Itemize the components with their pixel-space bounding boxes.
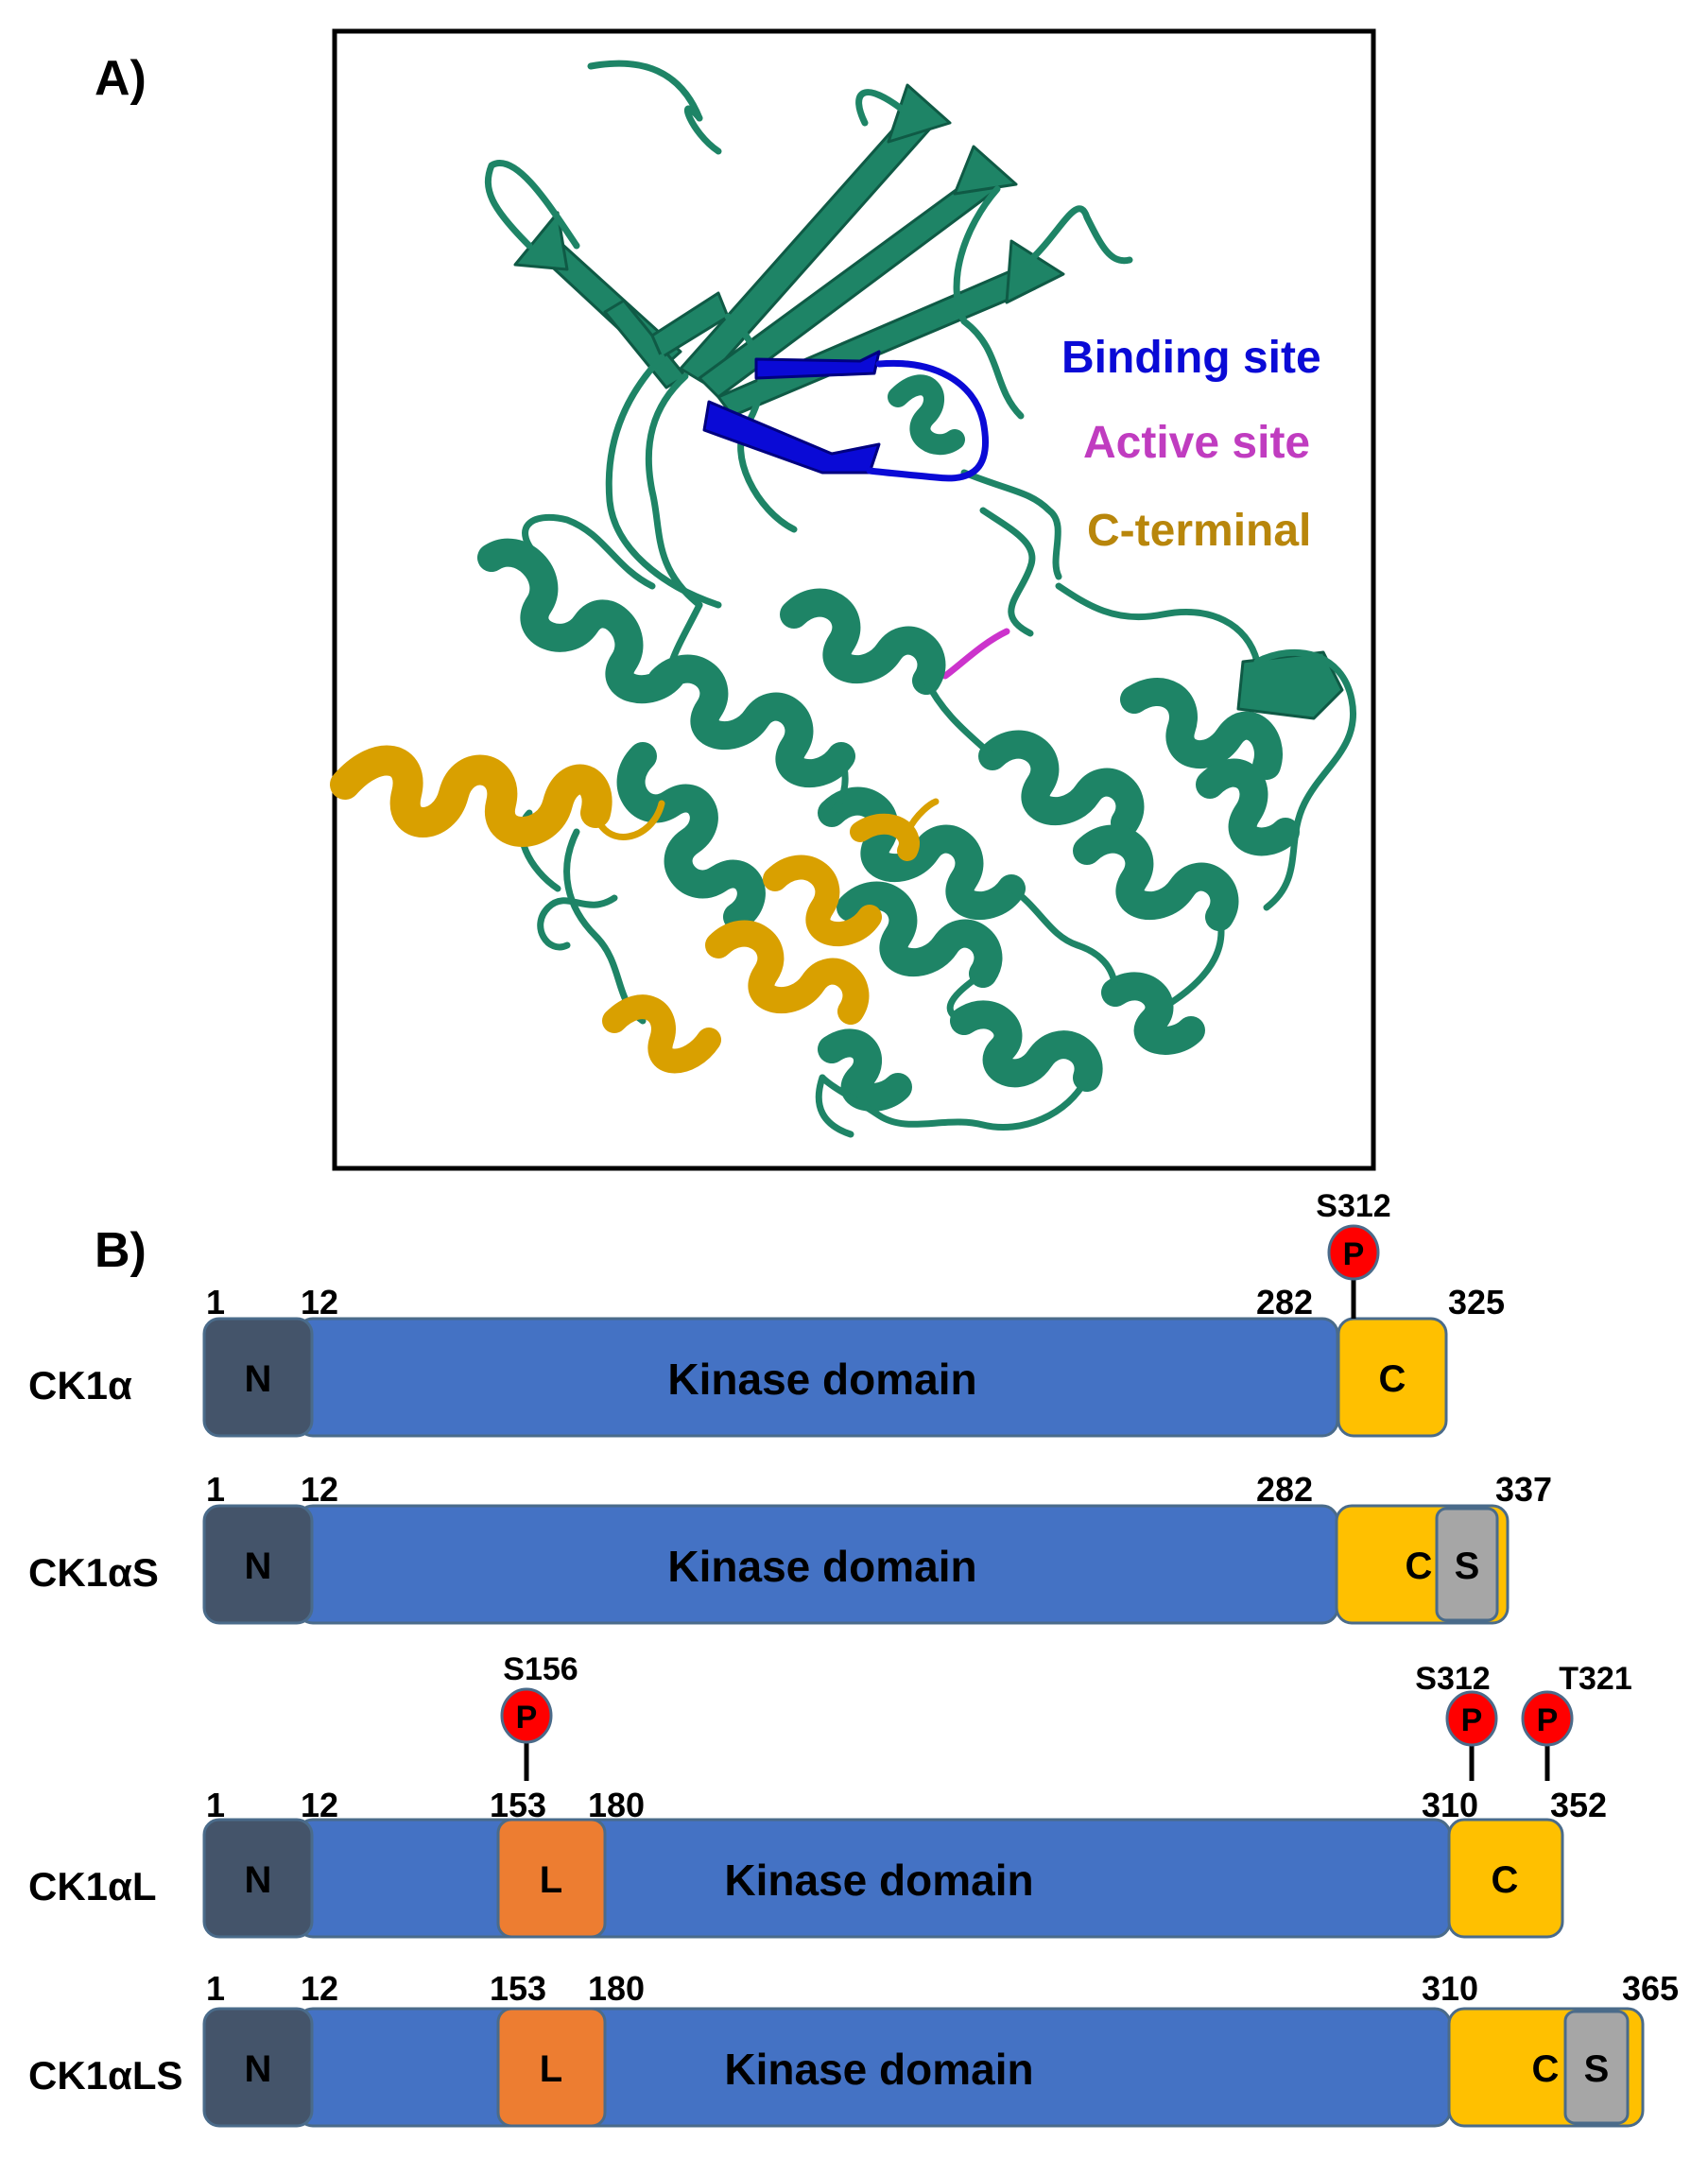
- c-label: C: [1379, 1358, 1406, 1400]
- s-insert-domain: [1435, 1507, 1499, 1622]
- phospho-marker: [500, 1687, 553, 1744]
- l-insert-domain: [496, 1818, 607, 1939]
- isoform-name: CK1αLS: [28, 2053, 183, 2098]
- phospho-site-label: T321: [1559, 1661, 1632, 1697]
- n-label: N: [245, 1859, 272, 1901]
- position-label: 1: [206, 1786, 225, 1824]
- phospho-site-label: S312: [1415, 1661, 1490, 1697]
- c-terminal-domain: [1447, 1818, 1564, 1939]
- kinase-label: Kinase domain: [667, 1542, 976, 1591]
- c-lobe-loops: [518, 601, 1356, 1138]
- phospho-p-label: P: [1461, 1702, 1483, 1738]
- panel-b-label: B): [95, 1223, 147, 1278]
- c-terminal: [330, 745, 940, 1074]
- phospho-p-label: P: [1537, 1702, 1559, 1738]
- position-label: 1: [206, 1470, 225, 1509]
- c-label: C: [1492, 1859, 1519, 1901]
- phospho-marker: [1327, 1224, 1380, 1281]
- l-label: L: [540, 1859, 562, 1901]
- phospho-p-label: P: [1343, 1236, 1365, 1272]
- position-label: 325: [1448, 1283, 1505, 1321]
- position-label: 12: [301, 1786, 338, 1824]
- n-terminal-domain: [202, 1818, 314, 1939]
- legend-active-site: Active site: [1083, 418, 1310, 468]
- panel-a-label: A): [95, 51, 147, 106]
- isoform-ck1al: CK1αL N L Kinase domain C 1 12 153 180 3…: [28, 1651, 1632, 1939]
- n-terminal-domain: [202, 1504, 314, 1625]
- position-label: 180: [588, 1786, 645, 1824]
- phospho-site-label: S156: [503, 1651, 578, 1687]
- n-terminal-domain: [202, 1317, 314, 1438]
- binding-site: [702, 350, 990, 482]
- isoform-name: CK1αL: [28, 1864, 157, 1908]
- active-site: [941, 628, 1010, 680]
- s-insert-domain: [1563, 2010, 1630, 2125]
- protein-structure: [330, 60, 1356, 1138]
- isoform-name: CK1α: [28, 1363, 132, 1407]
- kinase-label: Kinase domain: [724, 2045, 1033, 2094]
- position-label: 12: [301, 1969, 338, 2008]
- position-label: 180: [588, 1969, 645, 2008]
- position-label: 1: [206, 1969, 225, 2008]
- n-lobe-helix: [888, 374, 965, 456]
- c-label: C: [1532, 2048, 1560, 2090]
- n-label: N: [245, 1358, 272, 1400]
- position-label: 310: [1422, 1786, 1478, 1824]
- l-label: L: [540, 2048, 562, 2090]
- kinase-label: Kinase domain: [724, 1856, 1033, 1905]
- isoform-name: CK1αS: [28, 1550, 159, 1595]
- position-label: 282: [1256, 1470, 1313, 1509]
- legend-binding-site: Binding site: [1061, 333, 1321, 383]
- position-label: 12: [301, 1283, 338, 1321]
- hinge-loops: [522, 507, 1261, 665]
- position-label: 310: [1422, 1969, 1478, 2008]
- n-label: N: [245, 2048, 272, 2090]
- position-label: 1: [206, 1283, 225, 1321]
- position-label: 153: [490, 1786, 546, 1824]
- position-label: 12: [301, 1470, 338, 1509]
- c-terminal-domain: [1337, 1317, 1448, 1438]
- phospho-marker: [1521, 1690, 1574, 1747]
- phospho-p-label: P: [516, 1700, 538, 1736]
- isoform-ck1als: CK1αLS N L Kinase domain C S 1 12 153 18…: [28, 1969, 1679, 2128]
- n-terminal-domain: [202, 2007, 314, 2128]
- position-label: 352: [1550, 1786, 1607, 1824]
- n-label: N: [245, 1546, 272, 1587]
- phospho-marker: [1445, 1690, 1498, 1747]
- isoform-ck1as: CK1αS N Kinase domain C S 1 12 282 337: [28, 1470, 1552, 1625]
- l-insert-domain: [496, 2007, 607, 2128]
- position-label: 282: [1256, 1283, 1313, 1321]
- position-label: 337: [1495, 1470, 1552, 1509]
- kinase-label: Kinase domain: [667, 1355, 976, 1404]
- s-label: S: [1584, 2048, 1610, 2090]
- position-label: 365: [1622, 1969, 1679, 2008]
- c-label: C: [1406, 1546, 1433, 1587]
- legend-c-terminal: C-terminal: [1087, 506, 1311, 556]
- isoform-ck1a: CK1α N Kinase domain C 1 12 282 325 P S3…: [28, 1188, 1505, 1438]
- s-label: S: [1455, 1546, 1480, 1587]
- phospho-site-label: S312: [1316, 1188, 1390, 1224]
- position-label: 153: [490, 1969, 546, 2008]
